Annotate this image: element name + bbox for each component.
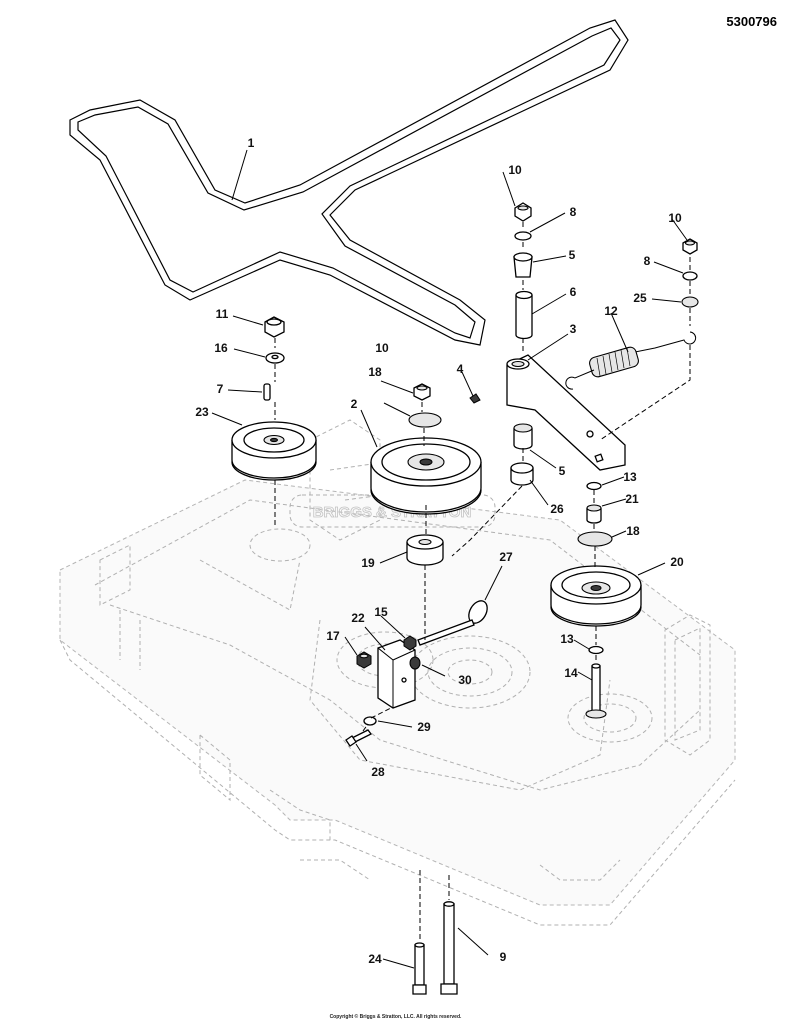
callout-16: 16 [214,341,228,355]
spacer-21 [586,504,602,524]
callout-13-lower: 13 [560,632,574,646]
callout-23: 23 [195,405,209,419]
washer-13-lower [588,645,604,655]
washer-29 [363,716,377,726]
bracket-22 [377,639,416,709]
idler-arm-3 [506,354,626,471]
callout-8-top: 8 [570,205,577,219]
spacer-26 [510,462,534,486]
pin-24 [412,942,427,995]
bolt-14 [585,663,607,719]
spacer-30 [409,656,421,670]
callout-27: 27 [499,550,513,564]
callout-20: 20 [670,555,684,569]
nut-11 [264,316,285,338]
callout-19: 19 [361,556,375,570]
callout-10-middle: 10 [375,341,389,355]
drive-belt [69,19,629,346]
callout-14: 14 [564,666,578,680]
callout-30: 30 [458,673,472,687]
callout-10-top: 10 [508,163,522,177]
washer-8-top [514,231,532,241]
callout-5-lower: 5 [559,464,566,478]
callout-29: 29 [417,720,431,734]
callout-leaders [211,149,688,969]
callout-numbers: 1 2 3 4 5 5 6 7 8 8 9 10 10 10 11 12 13 … [195,136,684,966]
callout-25: 25 [633,291,647,305]
callout-4: 4 [457,362,464,376]
callout-3: 3 [570,322,577,336]
callout-24: 24 [368,952,382,966]
spacer-19 [406,534,444,566]
callout-2: 2 [351,397,358,411]
eyebolt-27 [417,600,488,646]
callout-1: 1 [248,136,255,150]
bushing-5-top [513,252,533,278]
nut-17 [356,651,372,669]
callout-22: 22 [351,611,365,625]
fitting-4 [469,393,481,404]
spring-12 [565,331,697,390]
pulley-23 [231,421,317,481]
callout-5-top: 5 [569,248,576,262]
washer-13-top [586,481,602,491]
callout-18-middle: 18 [368,365,382,379]
callout-6: 6 [570,285,577,299]
callout-18-right: 18 [626,524,640,538]
pin-9 [440,901,458,995]
idler-pulley-2 [370,437,482,515]
bushing-25 [681,296,699,308]
washer-18-right [577,531,613,547]
washer-18-middle [408,412,442,428]
copyright-notice: Copyright © Briggs & Stratton, LLC. All … [329,1014,462,1020]
nut-10-top [514,202,532,222]
callout-9: 9 [500,950,507,964]
sleeve-6 [515,290,533,340]
bushing-5-lower [513,423,533,450]
callout-8-right: 8 [644,254,651,268]
callout-15: 15 [374,605,388,619]
callout-13-top: 13 [623,470,637,484]
idler-pulley-20 [550,565,642,627]
washer-16 [265,352,285,364]
nut-15 [403,635,417,651]
callout-17: 17 [326,629,340,643]
assembly-center-lines [274,222,691,940]
callout-11: 11 [216,307,229,321]
callout-21: 21 [625,492,639,506]
bolt-28 [345,729,372,747]
callout-26: 26 [550,502,564,516]
callout-28: 28 [371,765,385,779]
key-7 [263,383,271,401]
document-number: 5300796 [726,14,777,29]
nut-10-right [682,238,698,255]
callout-12: 12 [604,304,618,318]
nut-10-middle [413,383,431,401]
callout-10-right: 10 [668,211,682,225]
washer-8-right [682,271,698,281]
callout-7: 7 [217,382,224,396]
